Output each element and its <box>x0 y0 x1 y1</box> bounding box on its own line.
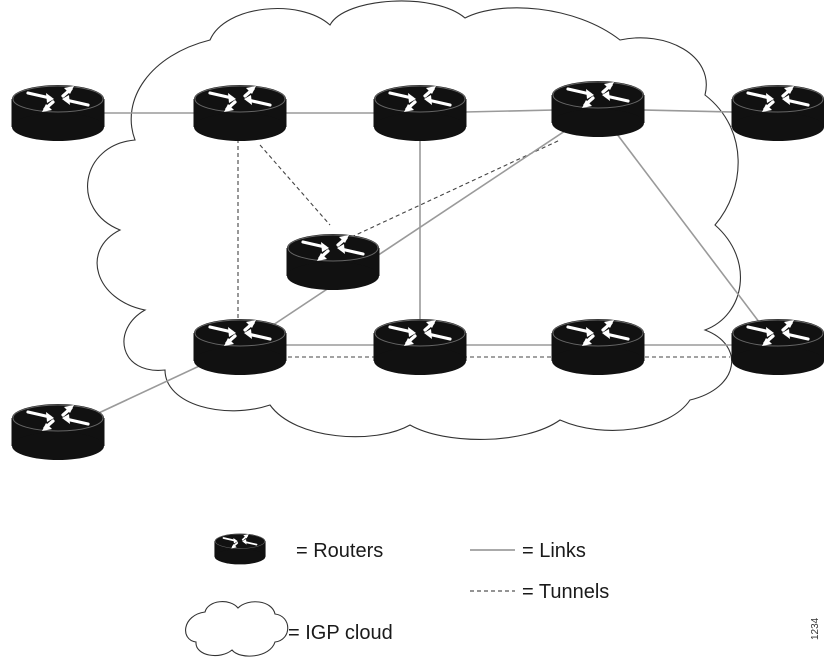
legend-cloud-label: = IGP cloud <box>288 622 393 644</box>
legend-router-icon <box>213 532 267 566</box>
tunnel-r-top-2-r-center <box>259 144 331 226</box>
tunnel-layer <box>237 125 730 358</box>
router-icon <box>192 317 288 377</box>
router-icon <box>372 83 468 143</box>
legend-links-label: = Links <box>522 540 586 562</box>
router-icon <box>10 402 106 462</box>
router-icon <box>372 317 468 377</box>
link-r-top-4-r-mid-right <box>597 108 779 348</box>
legend-routers-label: = Routers <box>296 540 383 562</box>
router-icon <box>285 232 381 292</box>
router-icon <box>730 83 824 143</box>
tunnel-r-center-r-top-4 <box>344 139 561 241</box>
router-icon <box>10 83 106 143</box>
link-r-top-4-r-mid-left <box>239 108 599 348</box>
router-icon <box>730 317 824 377</box>
legend-tunnels-label: = Tunnels <box>522 581 609 603</box>
igp-cloud <box>87 0 741 440</box>
link-layer <box>57 108 779 433</box>
router-icon <box>550 317 646 377</box>
router-icon <box>550 79 646 139</box>
legend-cloud-icon <box>185 601 289 657</box>
legend: = Routers = Links = Tunnels = IGP cloud <box>185 532 609 657</box>
figure-id: 1234 <box>810 617 821 640</box>
router-icon <box>192 83 288 143</box>
